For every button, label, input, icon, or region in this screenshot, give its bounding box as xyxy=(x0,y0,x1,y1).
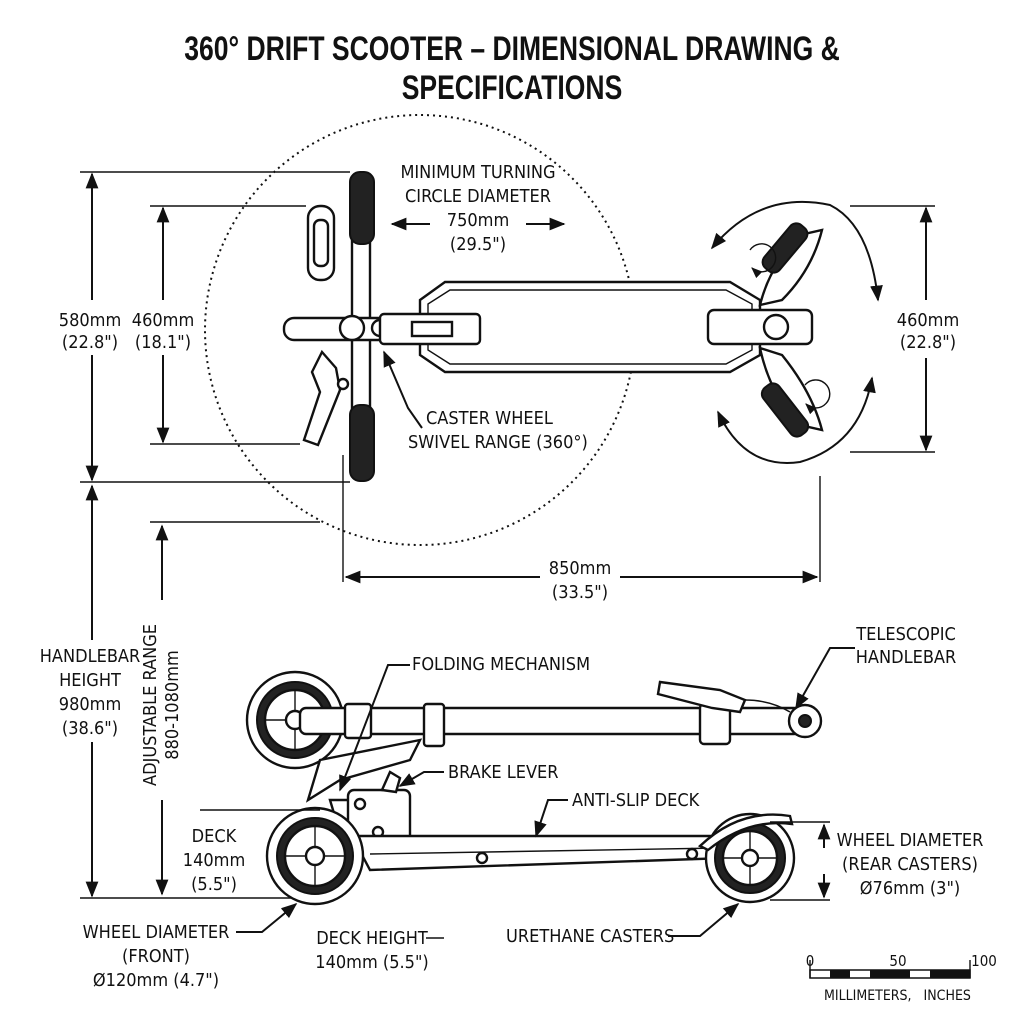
rotation-arrow-lower xyxy=(717,376,876,464)
dim-460-in: (18.1") xyxy=(135,332,191,353)
handlebar-height-line-2: HEIGHT xyxy=(59,670,121,691)
dim-580-in: (22.8") xyxy=(62,332,118,353)
anti-slip-label: ANTI-SLIP DECK xyxy=(572,790,700,811)
side-folding-frame xyxy=(305,738,423,803)
deck-line-3: (5.5") xyxy=(191,874,237,895)
deck-height-line-1: DECK HEIGHT xyxy=(316,928,428,949)
scale-bar: 0 50 100 MILLIMETERS, INCHES xyxy=(806,952,997,1004)
handlebar-height-line-4: (38.6") xyxy=(62,718,118,739)
adjustable-range-line-2: 880-1080mm xyxy=(162,650,183,760)
front-wheel-line-2: (FRONT) xyxy=(122,946,190,967)
rear-wheel-line-3: Ø76mm (3") xyxy=(860,878,960,899)
scale-tick-100: 100 xyxy=(971,952,997,970)
handlebar-height-line-1: HANDLEBAR xyxy=(40,646,141,667)
turning-circle-line-1: MINIMUM TURNING xyxy=(400,162,555,183)
caster-swivel-line-1: CASTER WHEEL xyxy=(426,408,553,429)
dim-rear-in: (22.8") xyxy=(900,332,956,353)
dim-460-mm: 460mm xyxy=(132,310,194,331)
top-deck xyxy=(418,280,762,374)
side-view: HANDLEBAR HEIGHT 980mm (38.6") ADJUSTABL… xyxy=(40,484,984,991)
dim-580-mm: 580mm xyxy=(59,310,121,331)
side-rear-fender xyxy=(697,813,794,852)
turning-circle-line-3: 750mm xyxy=(447,210,509,231)
top-view: MINIMUM TURNING CIRCLE DIAMETER 750mm (2… xyxy=(59,114,959,603)
dim-850-in: (33.5") xyxy=(552,582,608,603)
side-handle-brake xyxy=(656,680,747,714)
rear-wheel-line-1: WHEEL DIAMETER xyxy=(837,830,984,851)
scale-units: MILLIMETERS, INCHES xyxy=(824,988,971,1004)
top-rear-block xyxy=(706,308,814,346)
caster-swivel-line-2: SWIVEL RANGE (360°) xyxy=(408,432,588,453)
page-title: 360° DRIFT SCOOTER – DIMENSIONAL DRAWING… xyxy=(184,30,840,107)
handlebar-height-line-3: 980mm xyxy=(59,694,121,715)
urethane-casters-label: URETHANE CASTERS xyxy=(506,926,674,947)
rotation-arrow-upper xyxy=(710,201,883,302)
telescopic-line-1: TELESCOPIC xyxy=(855,624,956,645)
caster-swivel-leader xyxy=(383,350,423,429)
dim-rear-mm: 460mm xyxy=(897,310,959,331)
top-grip-upper xyxy=(349,171,375,245)
top-brake-lever xyxy=(302,349,342,447)
deck-height-line-2: 140mm (5.5") xyxy=(315,952,428,973)
folding-mechanism-label: FOLDING MECHANISM xyxy=(412,654,590,675)
scale-tick-0: 0 xyxy=(806,952,815,970)
dim-850-mm: 850mm xyxy=(549,558,611,579)
telescopic-line-2: HANDLEBAR xyxy=(856,647,957,668)
front-wheel-line-3: Ø120mm (4.7") xyxy=(93,970,219,991)
top-grip-lower xyxy=(349,404,375,482)
adjustable-range-line-1: ADJUSTABLE RANGE xyxy=(140,624,161,786)
turning-circle-line-2: CIRCLE DIAMETER xyxy=(405,186,551,207)
front-wheel-line-1: WHEEL DIAMETER xyxy=(83,922,230,943)
deck-line-1: DECK xyxy=(192,826,237,847)
deck-line-2: 140mm xyxy=(183,850,245,871)
rear-wheel-line-2: (REAR CASTERS) xyxy=(842,854,978,875)
brake-lever-label: BRAKE LEVER xyxy=(448,762,559,783)
turning-circle-line-4: (29.5") xyxy=(450,234,506,255)
scale-tick-50: 50 xyxy=(889,952,906,970)
